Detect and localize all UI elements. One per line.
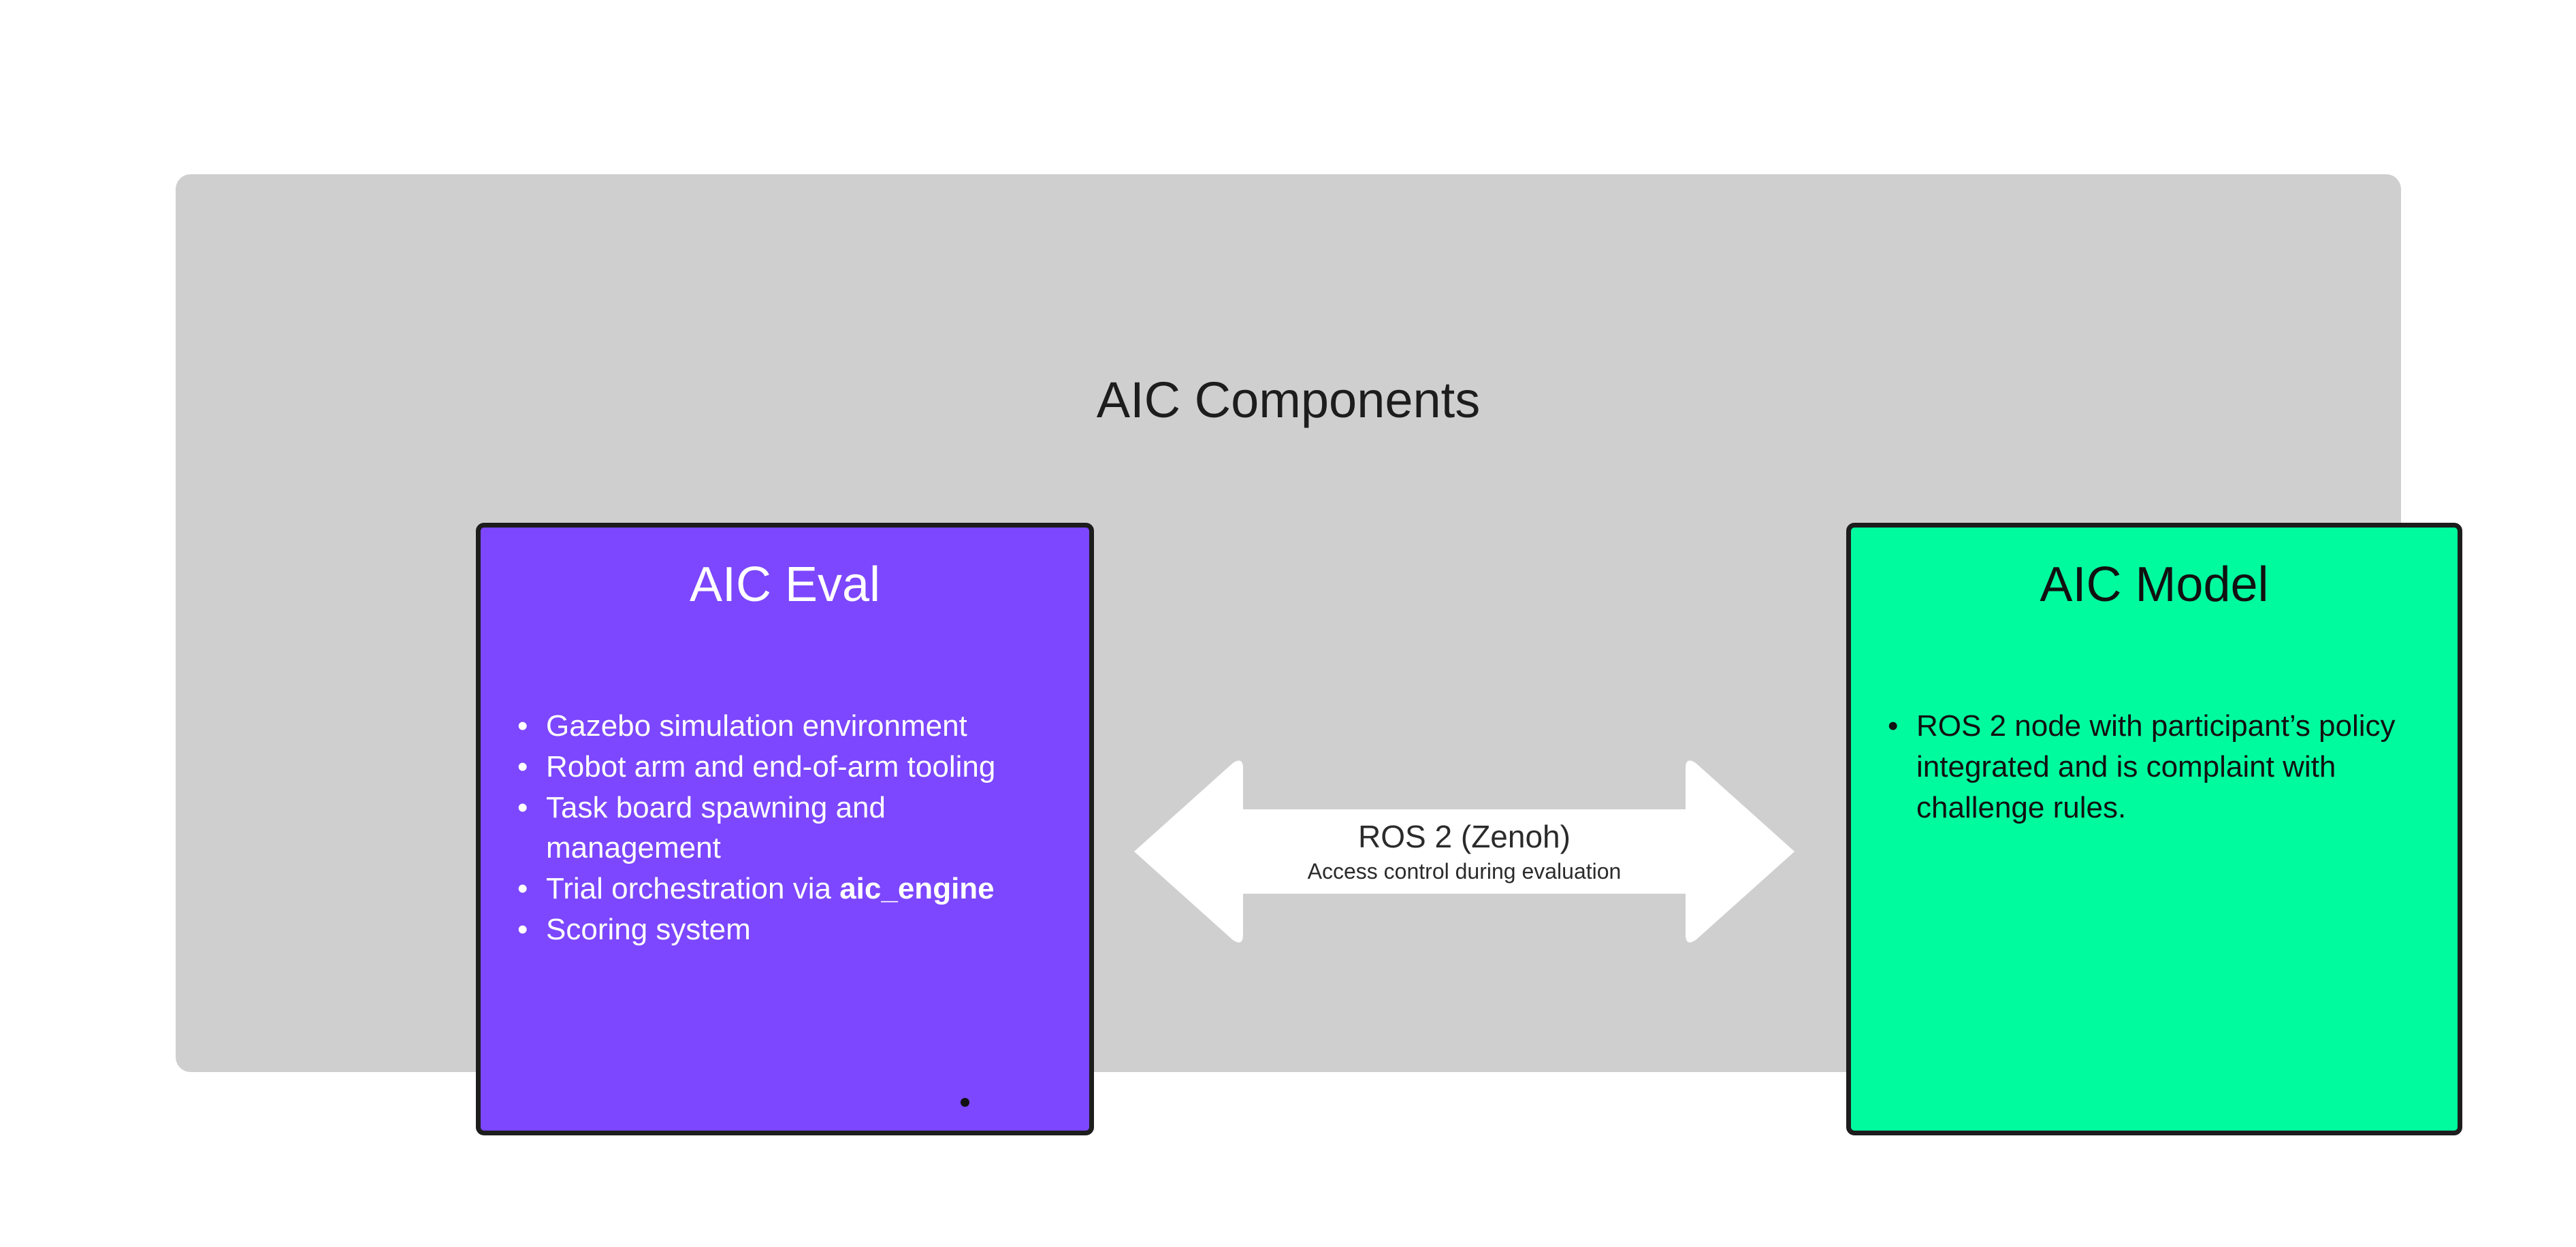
list-item-text: ROS 2 node with participant’s policy int… [1916,709,2396,824]
list-item-text: Gazebo simulation environment [546,709,967,743]
card-aic-eval-bullet-list: Gazebo simulation environment Robot arm … [481,706,1089,950]
list-item: Gazebo simulation environment [512,706,1066,747]
connector-secondary-label: Access control during evaluation [1307,859,1622,884]
double-headed-arrow-icon [1134,760,1794,943]
aic-components-panel: AIC Components AIC Eval Gazebo simulatio… [176,174,2462,1135]
card-aic-eval-title: AIC Eval [689,557,881,612]
card-aic-eval[interactable]: AIC Eval Gazebo simulation environment R… [476,523,1094,1135]
page-title: AIC Components [1096,372,1481,428]
card-aic-model[interactable]: AIC Model ROS 2 node with participant’s … [1846,523,2462,1135]
list-item: Trial orchestration via aic_engine [512,869,1066,909]
list-item-text-emphasis: aic_engine [839,872,995,906]
list-item-text-prefix: Trial orchestration via [546,872,840,906]
list-item: Task board spawning and management [512,788,1066,869]
list-item: Scoring system [512,909,1066,950]
list-item-text: Robot arm and end-of-arm tooling [546,749,996,783]
list-item-text: Task board spawning and management [546,790,886,865]
list-item-text: Scoring system [546,913,751,947]
connector-double-arrow: ROS 2 (Zenoh) Access control during eval… [1134,756,1794,947]
stray-bullet-dot-icon [961,1098,969,1107]
connector-labels: ROS 2 (Zenoh) Access control during eval… [1134,756,1794,947]
list-item: Robot arm and end-of-arm tooling [512,747,1066,788]
card-aic-model-bullet-list: ROS 2 node with participant’s policy int… [1851,706,2458,828]
list-item: ROS 2 node with participant’s policy int… [1882,706,2434,828]
card-aic-model-title: AIC Model [2040,557,2269,612]
connector-primary-label: ROS 2 (Zenoh) [1358,819,1571,855]
